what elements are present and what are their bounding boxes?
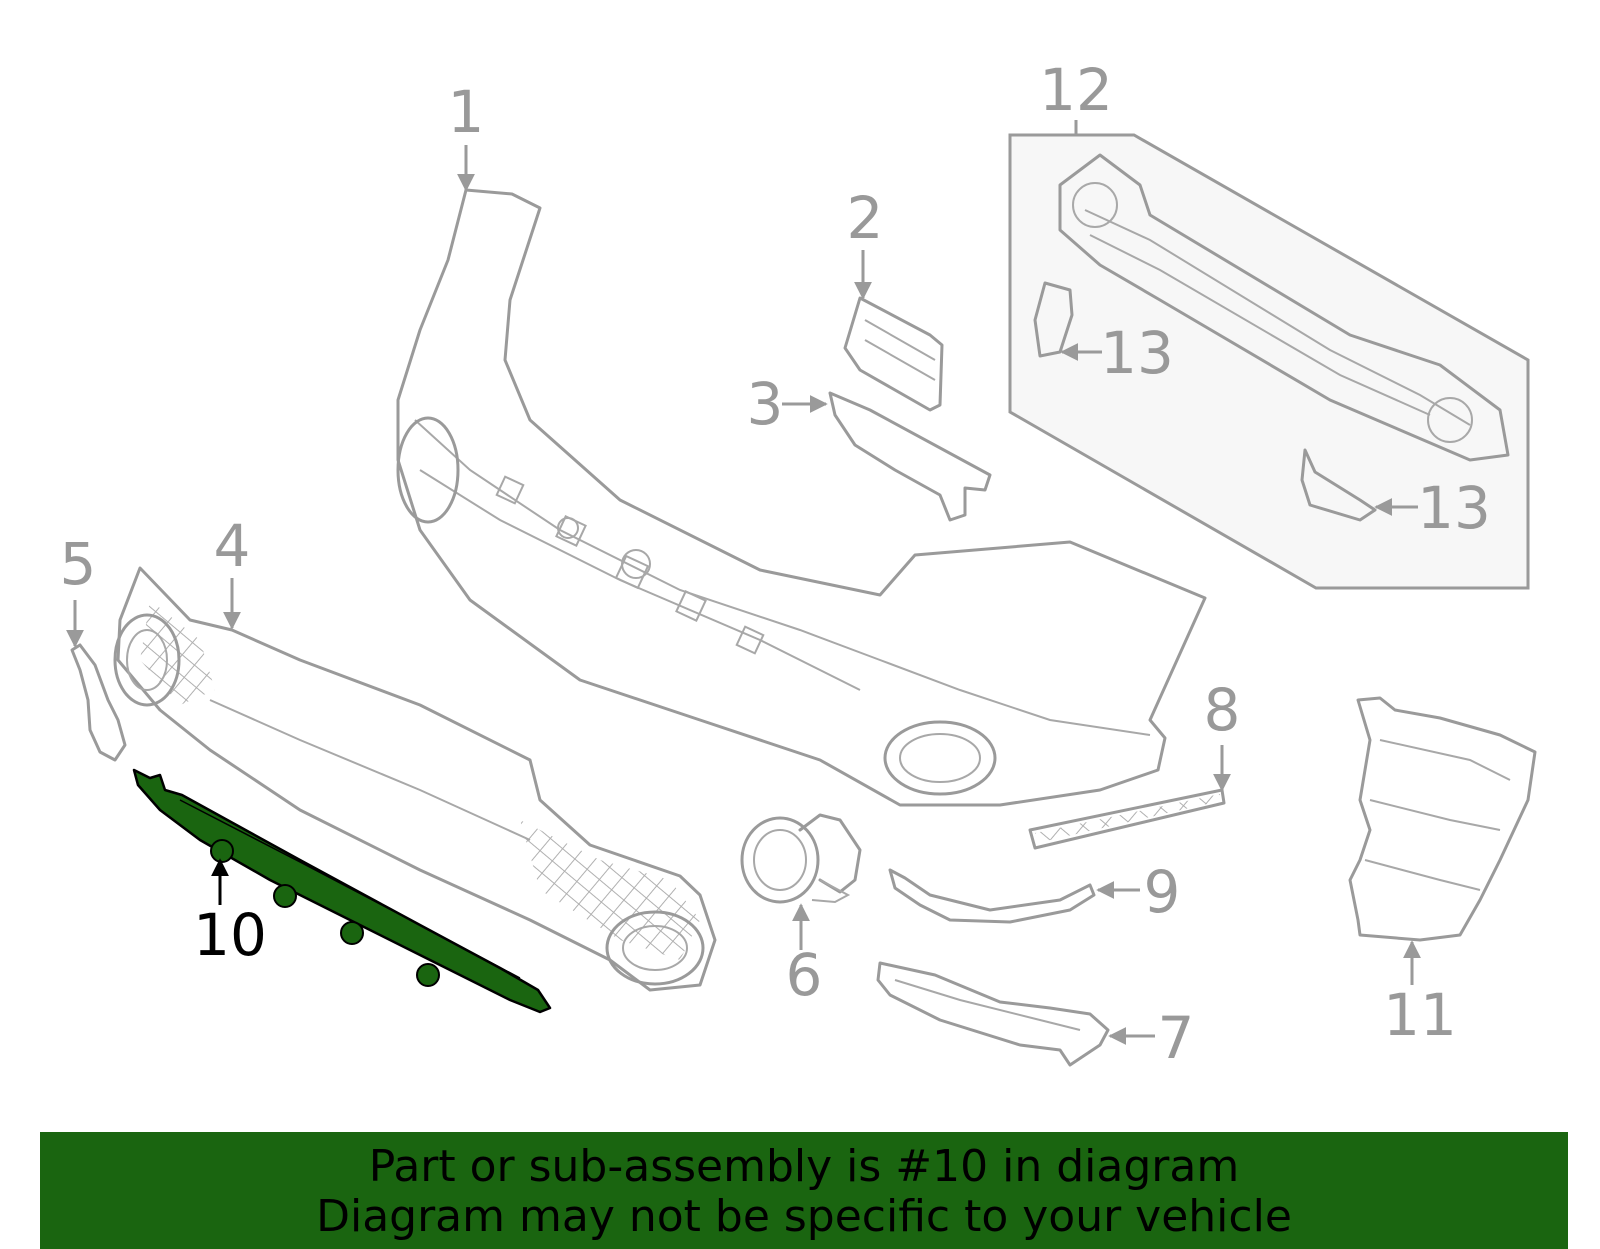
callout-13-upper: 13 [1100, 319, 1174, 387]
part-10-lower-absorber [132, 768, 552, 1014]
callout-6: 6 [786, 941, 823, 1009]
callout-7: 7 [1158, 1004, 1195, 1072]
part-3-bracket [828, 391, 992, 522]
callout-12: 12 [1039, 56, 1113, 124]
callout-8: 8 [1204, 676, 1241, 744]
part-12-reinforcement-beam [1058, 153, 1510, 462]
leader-lines [66, 145, 1421, 1045]
part-7-lower-bracket [876, 961, 1110, 1067]
callout-13-lower: 13 [1417, 474, 1491, 542]
callout-9: 9 [1144, 858, 1181, 926]
callout-1: 1 [448, 78, 485, 146]
part-9-trim-strip [888, 868, 1096, 924]
callout-5: 5 [60, 530, 97, 598]
part-12-group-box [1008, 120, 1530, 590]
part-4-lower-valance [113, 566, 717, 992]
callout-2: 2 [847, 184, 884, 252]
part-1-bumper-cover [396, 188, 1207, 807]
callout-3: 3 [747, 370, 784, 438]
part-2-bracket [843, 296, 944, 412]
callout-11: 11 [1383, 981, 1457, 1049]
callout-10: 10 [193, 901, 267, 969]
part-11-side-bracket [1348, 696, 1537, 942]
part-13-bracket-upper [1033, 281, 1074, 358]
part-5-sensor [70, 643, 127, 762]
callout-4: 4 [214, 512, 251, 580]
part-6-lamp-bezel [740, 813, 862, 904]
info-banner: Part or sub-assembly is #10 in diagram D… [40, 1132, 1568, 1249]
banner-line-2: Diagram may not be specific to your vehi… [316, 1191, 1292, 1242]
part-13-bracket-lower [1300, 448, 1377, 522]
banner-line-1: Part or sub-assembly is #10 in diagram [368, 1141, 1240, 1192]
part-8-reflector-strip [1028, 788, 1226, 850]
